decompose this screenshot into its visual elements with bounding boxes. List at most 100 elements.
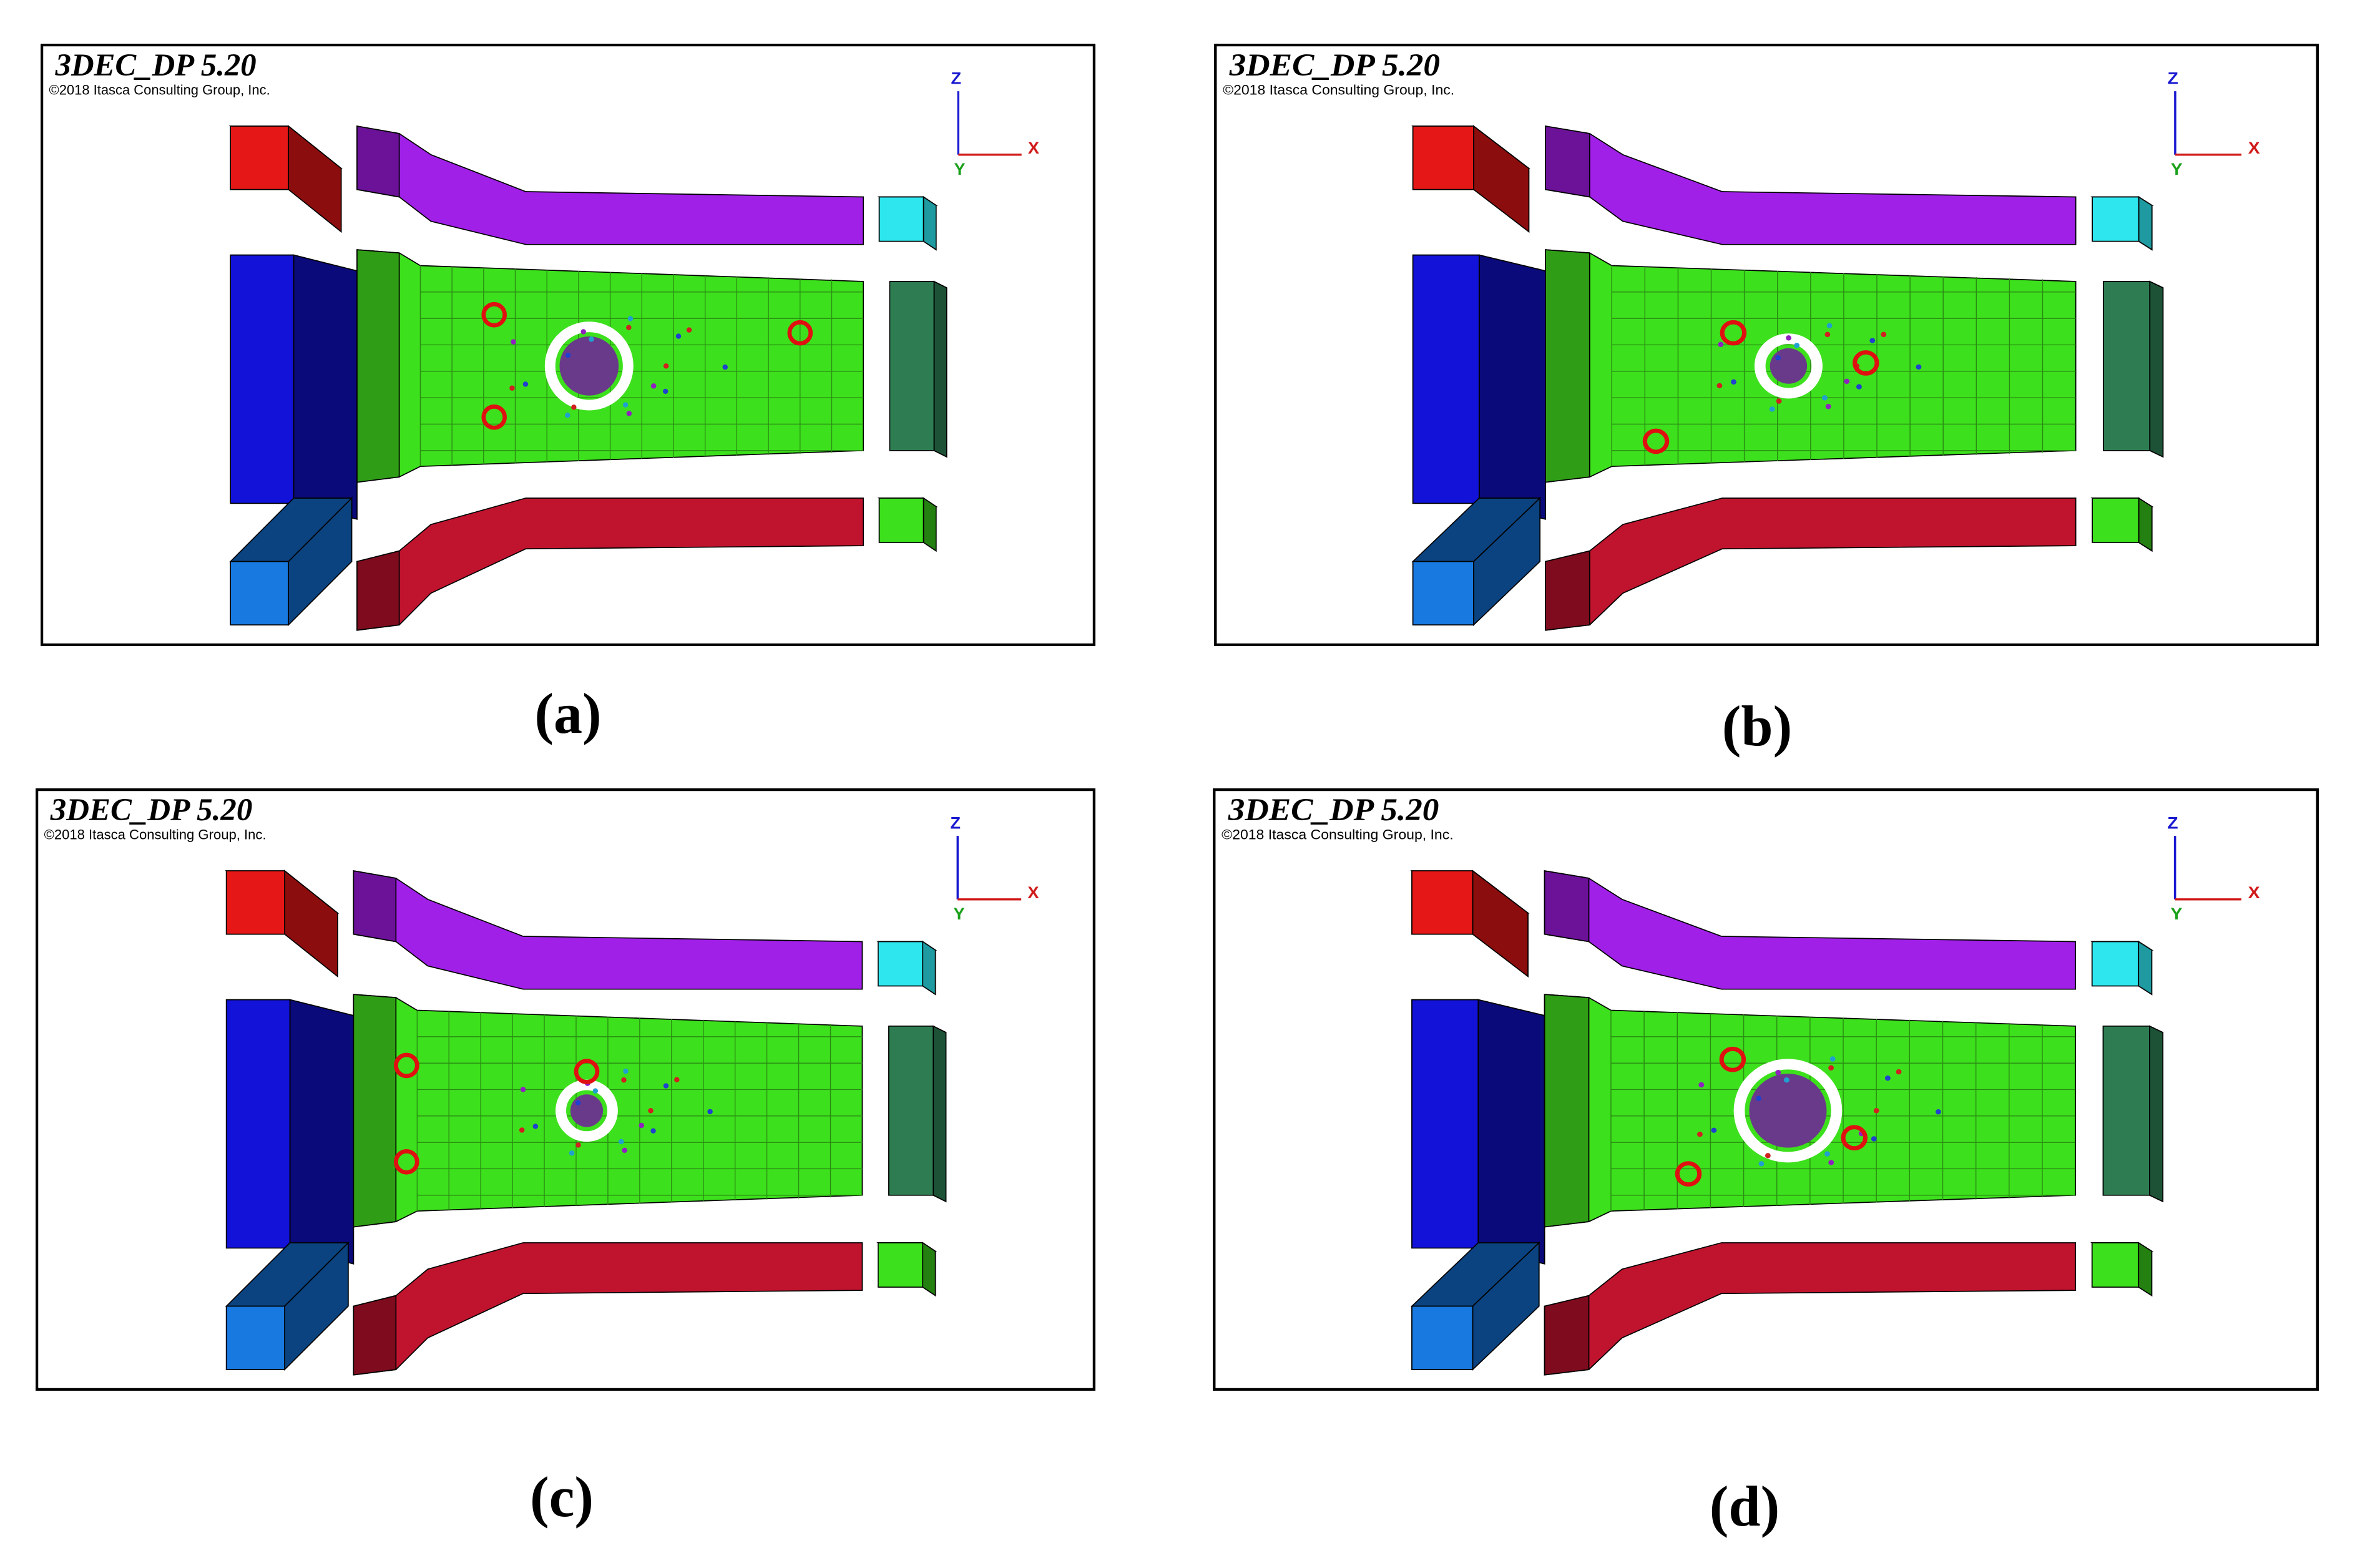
axis-triad: Z X Y bbox=[950, 813, 1039, 923]
blue-left-block-front bbox=[1411, 999, 1479, 1249]
red-top-block-front bbox=[1412, 125, 1474, 190]
z-axis-label: Z bbox=[950, 813, 961, 832]
red-marker-3 bbox=[1841, 1125, 1868, 1151]
blue-left-block-front bbox=[230, 254, 295, 504]
green-plate-end bbox=[1544, 994, 1590, 1228]
x-axis-label: X bbox=[2248, 883, 2260, 902]
cyan-block-front bbox=[878, 941, 924, 987]
particle-dot bbox=[1828, 1065, 1834, 1071]
particle-dot bbox=[520, 1087, 526, 1092]
light-blue-block-front bbox=[1412, 561, 1474, 625]
model-view-c: 3DEC_DP 5.20©2018 Itasca Consulting Grou… bbox=[36, 788, 1095, 1391]
model-blocks bbox=[1410, 870, 2164, 1376]
teal-green-block-front bbox=[2102, 1026, 2150, 1196]
z-axis-label: Z bbox=[951, 69, 961, 87]
red-marker-1 bbox=[481, 301, 507, 328]
particle-dot bbox=[1856, 384, 1862, 390]
bright-green-block-front bbox=[878, 497, 924, 543]
particle-dot bbox=[1824, 331, 1831, 338]
particle-dot bbox=[622, 402, 629, 408]
particle-dot bbox=[674, 1077, 680, 1082]
particle-dot bbox=[575, 1142, 581, 1148]
blue-left-block-side bbox=[289, 999, 355, 1265]
particle-dot bbox=[686, 327, 692, 333]
light-blue-block-front bbox=[1411, 1305, 1474, 1370]
bright-green-block-front bbox=[2091, 1242, 2140, 1288]
particle-dot bbox=[663, 363, 669, 369]
particle-dot bbox=[663, 1083, 669, 1089]
particle-dot bbox=[575, 1100, 581, 1105]
x-axis-label: X bbox=[2248, 139, 2260, 157]
particle-dot bbox=[626, 325, 632, 330]
teal-green-block-front bbox=[889, 281, 935, 451]
particle-dot bbox=[565, 413, 570, 418]
particle-cluster bbox=[559, 336, 619, 396]
bright-green-block-side bbox=[2138, 1242, 2153, 1297]
software-title: 3DEC_DP 5.20 bbox=[1229, 48, 1440, 83]
teal-green-block-side bbox=[2149, 280, 2164, 458]
panel-b: 3DEC_DP 5.20©2018 Itasca Consulting Grou… bbox=[1214, 44, 2319, 646]
particle-dot bbox=[1786, 335, 1791, 341]
model-blocks bbox=[228, 125, 947, 631]
red-marker-3 bbox=[574, 1059, 600, 1084]
x-axis-label: X bbox=[1028, 139, 1039, 157]
particle-dot bbox=[619, 1139, 624, 1145]
copyright-text: ©2018 Itasca Consulting Group, Inc. bbox=[44, 826, 267, 842]
model-view-b: 3DEC_DP 5.20©2018 Itasca Consulting Grou… bbox=[1214, 44, 2319, 646]
blue-left-block-side bbox=[1477, 999, 1545, 1265]
particle-dot bbox=[1824, 1151, 1830, 1157]
purple-slab-end bbox=[356, 125, 400, 198]
particle-dot bbox=[1718, 341, 1724, 348]
white-ring bbox=[1733, 1059, 1843, 1163]
particle-dot bbox=[1794, 343, 1800, 348]
model-blocks bbox=[1411, 125, 2164, 631]
particle-cluster bbox=[570, 1094, 604, 1127]
x-axis-label: X bbox=[1027, 883, 1039, 902]
particle-dot bbox=[1828, 1160, 1834, 1165]
red-top-block-front bbox=[230, 125, 289, 190]
bright-green-block-front bbox=[2092, 497, 2140, 543]
particle-dot bbox=[1758, 1161, 1765, 1167]
y-axis-label: Y bbox=[953, 904, 964, 923]
teal-green-block-front bbox=[2102, 281, 2151, 451]
particle-dot bbox=[1825, 403, 1831, 409]
particle-dot bbox=[1711, 1127, 1717, 1134]
particle-dot bbox=[1822, 395, 1828, 401]
particle-dot bbox=[627, 316, 634, 321]
copyright-text: ©2018 Itasca Consulting Group, Inc. bbox=[1222, 827, 1453, 842]
particle-dot bbox=[1776, 398, 1782, 404]
panel-c: 3DEC_DP 5.20©2018 Itasca Consulting Grou… bbox=[36, 788, 1095, 1391]
particle-dot bbox=[1881, 331, 1887, 338]
y-axis-label: Y bbox=[2171, 904, 2183, 923]
particle-dot bbox=[650, 383, 657, 389]
model-view-a: 3DEC_DP 5.20©2018 Itasca Consulting Grou… bbox=[41, 44, 1095, 646]
axis-triad: ZXY bbox=[2168, 69, 2261, 179]
blue-left-block-front bbox=[225, 999, 291, 1249]
particle-dot bbox=[675, 333, 682, 339]
particle-dot bbox=[1769, 406, 1775, 412]
particle-dot bbox=[1884, 1076, 1891, 1081]
bright-green-block-side bbox=[2138, 497, 2153, 552]
purple-slab-end bbox=[353, 870, 397, 943]
cyan-block-front bbox=[2091, 941, 2140, 987]
particle-dot bbox=[1916, 364, 1922, 370]
cyan-block-side bbox=[2138, 940, 2153, 996]
particle-dot bbox=[580, 329, 586, 335]
particle-dot bbox=[519, 1127, 525, 1133]
particle-dot bbox=[626, 411, 632, 416]
blue-left-block-front bbox=[1412, 254, 1480, 504]
particle-dot bbox=[1873, 1108, 1879, 1114]
purple-slab-end bbox=[1545, 125, 1590, 198]
red-top-block-front bbox=[225, 870, 285, 935]
white-ring bbox=[544, 321, 634, 411]
particle-dot bbox=[511, 339, 516, 345]
panel-d: 3DEC_DP 5.20©2018 Itasca Consulting Grou… bbox=[1213, 788, 2319, 1391]
particle-dot bbox=[1871, 1136, 1877, 1142]
particle-dot bbox=[648, 1108, 654, 1114]
particle-dot bbox=[569, 1150, 575, 1156]
panel-a: 3DEC_DP 5.20©2018 Itasca Consulting Grou… bbox=[41, 44, 1095, 646]
axis-triad: ZXY bbox=[2167, 813, 2260, 923]
particle-dot bbox=[1756, 1095, 1761, 1101]
particle-dot bbox=[639, 1122, 644, 1129]
